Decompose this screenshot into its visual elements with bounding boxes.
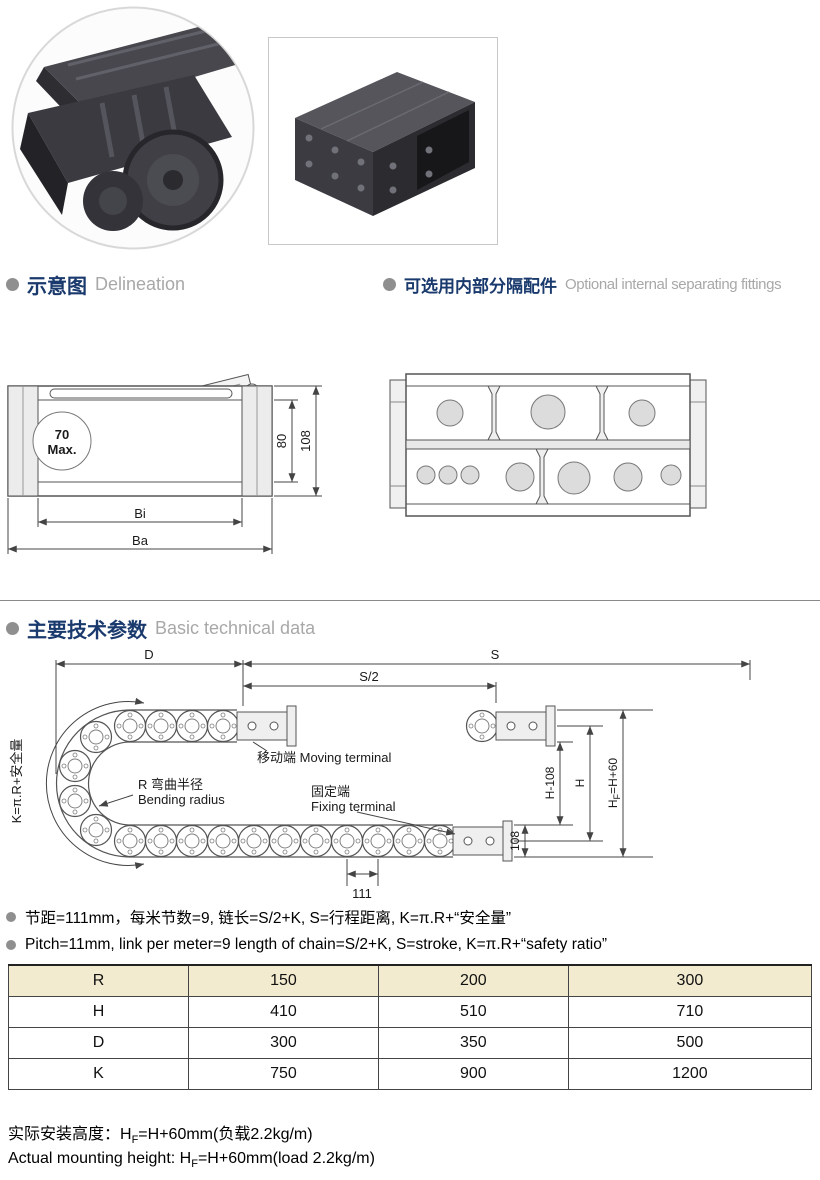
technical-data-table: R 150 200 300 H 410 510 710 D 300 350 50… [8,964,813,1090]
cell-value: 300 [567,964,813,997]
dim-h-minus-108-label: H-108 [543,766,557,799]
fixing-terminal-bracket [452,820,513,862]
cell-value: 750 [188,1058,379,1090]
bend-diagram-drawing: D S S/2 移动端 Moving terminal R 弯曲半径 Bendi… [9,647,751,901]
note-bullet-icon [6,912,16,922]
footer-text: Actual mounting height: H [8,1150,192,1167]
cable-circles [416,394,682,495]
moving-terminal-bracket [236,705,297,747]
dim-108-label: 108 [298,430,313,452]
row-label: H [8,996,189,1028]
table-row-k: K 750 900 1200 [8,1058,813,1090]
fixing-terminal-label-en: Fixing terminal [311,799,396,814]
table-row-r: R 150 200 300 [8,964,813,997]
section-technical-header: 主要技术参数 Basic technical data [6,614,315,643]
table-row-d: D 300 350 500 [8,1027,813,1059]
cross-section-drawing [389,373,707,517]
section-separating-header: 可选用内部分隔配件 Optional internal separating f… [383,272,782,297]
dim-hf-label: HF=H+60 [606,758,622,809]
product-photo-frame [268,37,498,245]
cell-value: 710 [567,996,813,1028]
section-title-zh: 可选用内部分隔配件 [404,277,557,296]
cell-value: 200 [377,964,569,997]
note-bullet-icon [6,940,16,950]
dim-s-label: S [491,647,500,662]
max-diameter-value: 70 [55,427,69,442]
section-title-zh: 主要技术参数 [27,620,147,642]
cell-value: 350 [377,1027,569,1059]
dim-108-label: 108 [508,831,522,851]
section-title-en: Optional internal separating fittings [565,276,782,293]
note-text-zh: 节距=111mm，每米节数=9, 链长=S/2+K, S=行程距离, K=π.R… [25,910,512,927]
dim-bi-label: Bi [134,506,146,521]
bending-radius-label-en: Bending radius [138,792,225,807]
dim-80-label: 80 [274,434,289,448]
footer-text: =H+60mm(load 2.2kg/m) [197,1150,375,1167]
mounting-height-en: Actual mounting height: HF=H+60mm(load 2… [8,1150,375,1170]
section-divider [0,600,820,601]
product-photo-circle [11,6,255,250]
mounting-height-zh: 实际安装高度：HF=H+60mm(负载2.2kg/m) [8,1120,313,1146]
section-delineation-header: 示意图 Delineation [6,270,185,299]
separator-fittings [487,385,609,505]
side-view-dimension-lines [7,385,322,554]
dim-s-half-label: S/2 [359,669,379,684]
row-label: R [8,964,189,997]
drag-chain-assembly-photo [295,72,475,216]
moving-terminal-label: 移动端 Moving terminal [257,750,391,765]
drag-chain-closeup [20,25,242,231]
section-bullet-icon [6,622,19,635]
row-label: D [8,1027,189,1059]
dimension-lines [45,660,751,886]
max-diameter-circle [32,411,92,471]
cell-value: 150 [188,964,379,997]
side-view-drawing: 70 Max. 80 108 Bi Ba [7,373,322,554]
cell-value: 1200 [567,1058,813,1090]
dim-h-label: H [573,779,587,788]
cell-value: 500 [567,1027,813,1059]
dim-111-label: 111 [352,886,372,901]
footer-subscript: F [191,1158,198,1171]
cell-value: 300 [188,1027,379,1059]
fixing-terminal-label-zh: 固定端 [311,784,350,799]
note-pitch-zh: 节距=111mm，每米节数=9, 链长=S/2+K, S=行程距离, K=π.R… [6,906,511,928]
max-diameter-unit: Max. [48,442,77,457]
bending-radius-label-zh: R 弯曲半径 [138,777,203,792]
section-title-en: Delineation [95,274,186,294]
section-title-en: Basic technical data [155,618,316,638]
k-formula-label: K=π.R+安全量 [9,739,24,824]
section-bullet-icon [6,278,19,291]
table-row-h: H 410 510 710 [8,996,813,1028]
footer-text: =H+60mm(负载2.2kg/m) [138,1126,313,1143]
note-text-en: Pitch=11mm, link per meter=9 length of c… [25,936,608,953]
cell-value: 900 [377,1058,569,1090]
moving-terminal-mid-stroke [465,705,556,747]
cell-value: 510 [377,996,569,1028]
row-label: K [8,1058,189,1090]
dim-d-label: D [144,647,153,662]
dim-ba-label: Ba [132,533,149,548]
section-bullet-icon [383,278,396,291]
chain-outline [55,709,453,858]
footer-subscript: F [131,1134,139,1147]
footer-text: 实际安装高度：H [8,1126,132,1143]
section-title-zh: 示意图 [27,276,87,298]
cell-value: 410 [188,996,379,1028]
note-pitch-en: Pitch=11mm, link per meter=9 length of c… [6,936,607,954]
